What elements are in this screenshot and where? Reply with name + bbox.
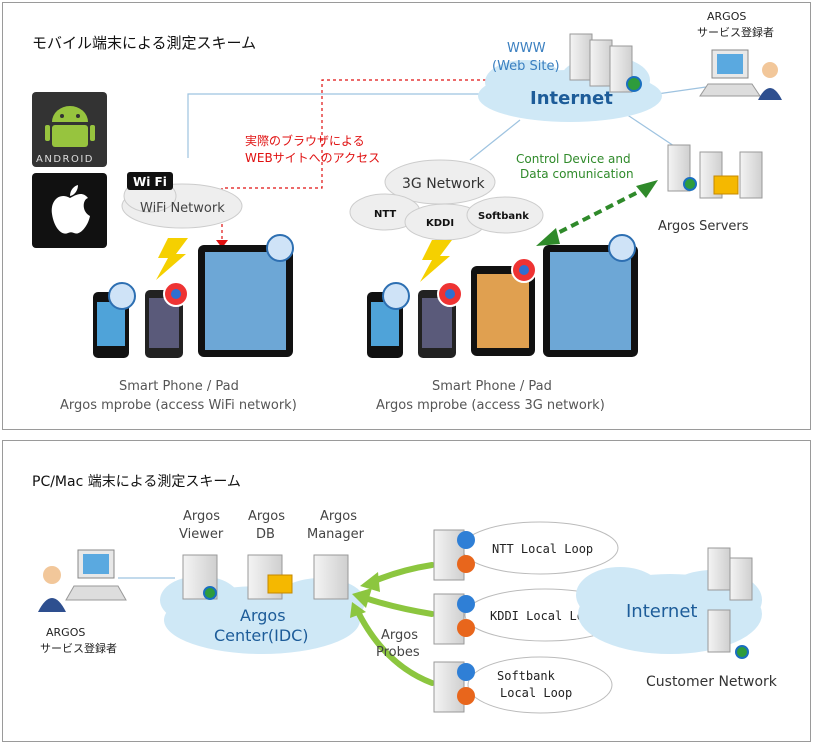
3g-network-label: 3G Network xyxy=(402,176,486,192)
argos-user-bottom-line1: ARGOS xyxy=(46,626,85,639)
customer-internet-label: Internet xyxy=(626,601,697,622)
probes-line1: Argos xyxy=(381,628,418,643)
left-caption-line2: Argos mprobe (access WiFi network) xyxy=(60,398,297,413)
center-line1: Argos xyxy=(240,606,286,625)
internet-to-3g-line xyxy=(469,119,521,161)
www-label: WWW xyxy=(507,41,546,56)
probe-arrowhead xyxy=(352,588,372,608)
argos-servers-label: Argos Servers xyxy=(658,219,749,234)
internet-to-servers-line xyxy=(619,109,681,151)
browser-note-line1: 実際のブラウザによる xyxy=(245,133,365,148)
argos-viewer-server-icon xyxy=(182,554,218,600)
customer-network-label: Customer Network xyxy=(646,674,778,690)
viewer-line2: Viewer xyxy=(179,527,224,542)
argos-servers-icon xyxy=(667,144,763,199)
carrier-kddi: KDDI xyxy=(426,218,454,229)
browser-note-line2: WEBサイトへのアクセス xyxy=(245,151,380,165)
wifi-to-internet-line xyxy=(187,93,480,158)
safari-icon xyxy=(266,234,294,262)
center-line2: Center(IDC) xyxy=(214,626,309,645)
probe-pc-ntt xyxy=(433,529,475,581)
firefox-icon xyxy=(457,555,475,573)
android-logo xyxy=(32,92,107,167)
lightning-icon xyxy=(156,238,188,280)
wifi-badge-text: Wi Fi xyxy=(133,175,167,189)
internet-label: Internet xyxy=(530,88,613,109)
firefox-icon xyxy=(457,687,475,705)
wifi-network-label: WiFi Network xyxy=(140,201,225,216)
probes-line2: Probes xyxy=(376,645,420,660)
left-caption-line1: Smart Phone / Pad xyxy=(119,379,239,394)
firefox-icon xyxy=(457,619,475,637)
control-line2: Data comunication xyxy=(520,167,634,181)
manager-line2: Manager xyxy=(307,527,365,542)
loop-kddi: KDDI Local Loop xyxy=(490,609,598,623)
argos-user-top-icon xyxy=(699,49,782,100)
website-label: (Web Site) xyxy=(492,59,560,74)
ie-icon xyxy=(457,595,475,613)
lightning-icon xyxy=(420,240,452,282)
db-line1: Argos xyxy=(248,509,285,524)
loop-softbank-line1: Softbank xyxy=(497,669,556,683)
left-devices xyxy=(93,234,294,358)
argos-db-server-icon xyxy=(247,554,293,600)
softbank-loop-cloud xyxy=(467,656,613,714)
probe-pc-softbank xyxy=(433,661,475,713)
top-title: モバイル端末による測定スキーム xyxy=(32,34,256,52)
probe-arrowhead xyxy=(360,572,380,592)
browser-access-arrowhead xyxy=(216,240,228,248)
manager-line1: Argos xyxy=(320,509,357,524)
customer-servers-icon xyxy=(707,547,753,659)
ie-icon xyxy=(457,531,475,549)
argos-user-top-line2: サービス登録者 xyxy=(697,25,774,39)
probe-pc-kddi xyxy=(433,593,475,645)
loop-softbank-line2: Local Loop xyxy=(500,686,572,700)
apple-logo xyxy=(32,173,107,248)
ie-icon xyxy=(457,663,475,681)
argos-user-bottom-line2: サービス登録者 xyxy=(40,641,117,655)
3g-network-cloud xyxy=(349,159,544,241)
control-double-arrow xyxy=(536,180,658,246)
right-devices xyxy=(367,234,638,358)
web-server-icon xyxy=(569,33,642,93)
bottom-title: PC/Mac 端末による測定スキーム xyxy=(32,474,241,490)
viewer-line1: Argos xyxy=(183,509,220,524)
argos-user-top-line1: ARGOS xyxy=(707,10,746,23)
carrier-ntt: NTT xyxy=(374,209,396,220)
argos-user-bottom-icon xyxy=(38,549,127,612)
right-caption-line2: Argos mprobe (access 3G network) xyxy=(376,398,605,413)
right-caption-line1: Smart Phone / Pad xyxy=(432,379,552,394)
db-line2: DB xyxy=(256,527,275,542)
carrier-softbank: Softbank xyxy=(478,211,529,222)
loop-ntt: NTT Local Loop xyxy=(492,542,593,556)
safari-icon xyxy=(608,234,636,262)
control-line1: Control Device and xyxy=(516,152,631,166)
safari-icon xyxy=(382,282,410,310)
argos-manager-server-icon xyxy=(313,554,349,600)
wifi-badge xyxy=(127,172,173,190)
android-label: ANDROID xyxy=(36,154,94,165)
probe-arrowhead xyxy=(350,602,366,618)
safari-icon xyxy=(108,282,136,310)
